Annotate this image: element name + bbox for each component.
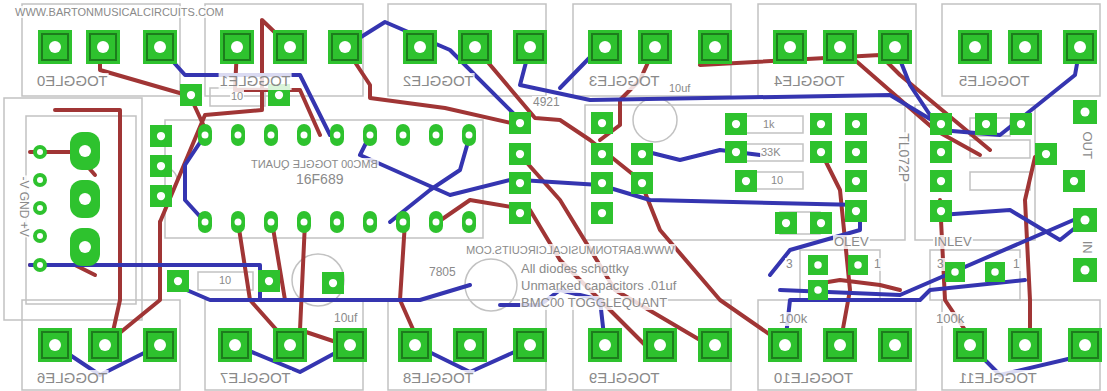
- silkscreen-label: WWW.BARTONMUSICALCIRCUITS.COM: [14, 6, 225, 18]
- silkscreen-label: 100k: [778, 312, 808, 326]
- silkscreen-label: 10: [770, 174, 784, 186]
- power-connector: [33, 132, 100, 272]
- silkscreen-label: TOGGLE6: [36, 370, 109, 387]
- silkscreen-label: 10: [218, 274, 232, 286]
- silkscreen-label: 7805: [428, 266, 457, 279]
- silkscreen-label: TL072P: [896, 132, 911, 183]
- silkscreen-label: 3: [785, 258, 794, 271]
- silkscreen-label: 10uf: [333, 312, 358, 325]
- silkscreen-label: All diodes schottky: [520, 262, 630, 276]
- silkscreen-label: 16F689: [295, 172, 344, 187]
- silkscreen-label: OUT: [1080, 130, 1094, 159]
- silkscreen-label: TOGGLE0: [36, 73, 109, 90]
- silkscreen-label: TOGGLE1: [219, 73, 292, 90]
- silkscreen-label: TOGGLE8: [402, 370, 475, 387]
- top-traces: [30, 20, 1035, 350]
- silkscreen-label: 3: [936, 258, 945, 271]
- toggle-pads: [38, 30, 1102, 362]
- silkscreen-label: WWW.BARTONMUSICALCIRCUITS.COM: [465, 244, 676, 256]
- silkscreen-label: TOGGLE5: [958, 73, 1031, 90]
- silkscreen-label: IN: [1079, 240, 1093, 255]
- ic-pads: [150, 84, 1097, 300]
- silkscreen-label: TOGGLE2: [402, 73, 475, 90]
- silkscreen-label: INLEV: [933, 235, 973, 249]
- bottom-traces: [30, 22, 1085, 375]
- silkscreen-label: BMC00 TOGGLE QUANT: [250, 158, 379, 170]
- silkscreen-label: 1: [1012, 258, 1021, 271]
- silkscreen-label: 33K: [760, 146, 782, 158]
- silkscreen-label: TOGGLE3: [588, 73, 661, 90]
- silkscreen-label: -V GND +V: [17, 175, 30, 237]
- silkscreen-outlines: [4, 4, 1100, 390]
- silkscreen-label: 100k: [935, 312, 965, 326]
- silkscreen-label: TOGGLE11: [958, 370, 1038, 387]
- silkscreen-label: 1k: [762, 118, 776, 130]
- silkscreen-label: Unmarked capacitors .01uf: [520, 279, 677, 293]
- silkscreen-label: 10uf: [668, 82, 691, 94]
- silkscreen-label: TOGGLE10: [773, 370, 854, 387]
- silkscreen-label: TOGGLE4: [773, 73, 846, 90]
- silkscreen-label: TOGGLE7: [219, 370, 292, 387]
- silkscreen-label: TOGGLE9: [588, 370, 661, 387]
- silkscreen-label: 1: [873, 258, 882, 271]
- silkscreen-label: 10: [230, 90, 244, 102]
- silkscreen-label: BMC00 TOGGLEQUANT: [520, 296, 668, 310]
- silkscreen-label: 4921: [532, 96, 561, 109]
- silkscreen-label: OLEV: [833, 235, 870, 249]
